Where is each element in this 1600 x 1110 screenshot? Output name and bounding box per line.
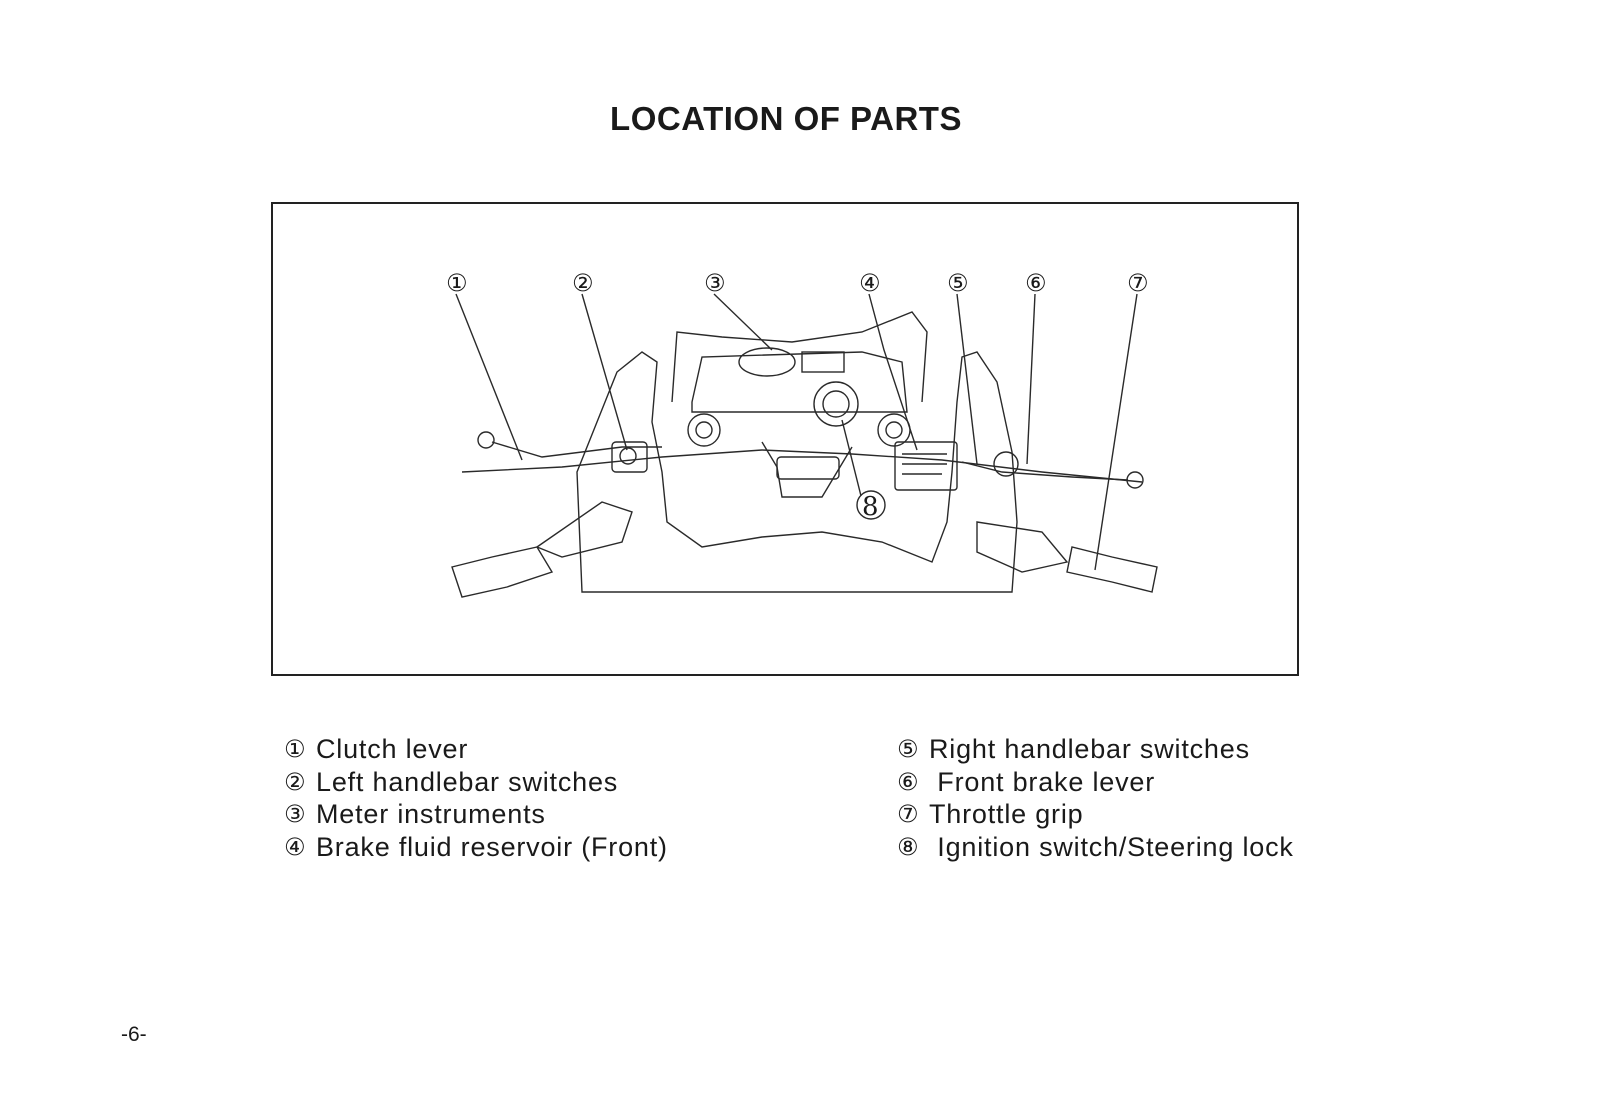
legend-label: Left handlebar switches [316, 766, 619, 797]
clutch-lever [491, 441, 662, 458]
legend-item: ④ Brake fluid reservoir (Front) [284, 831, 668, 864]
legend-label: Front brake lever [929, 766, 1155, 797]
ignition-inner [822, 390, 850, 418]
legend-number: ① [284, 735, 307, 763]
fork-cap-right [877, 413, 911, 447]
callout-4: ④ [859, 269, 881, 297]
brake-reservoir [894, 441, 958, 491]
leader-8 [841, 419, 862, 497]
meter-dial [738, 347, 796, 377]
legend-left: ① Clutch lever ② Left handlebar switches… [284, 733, 668, 863]
legend-label: Ignition switch/Steering lock [929, 831, 1294, 862]
legend-label: Throttle grip [929, 799, 1084, 829]
leader-2 [581, 293, 628, 451]
legend-number: ⑤ [897, 735, 920, 763]
legend-item: ③ Meter instruments [284, 798, 668, 831]
legend-label: Clutch lever [316, 734, 469, 764]
clutch-lever-ball [477, 431, 495, 449]
legend-item: ② Left handlebar switches [284, 766, 668, 799]
callout-8-circle [856, 490, 886, 520]
handlebar-illustration: ① ② ③ ④ ⑤ ⑥ ⑦ 8 [446, 269, 1158, 598]
legend-item: ① Clutch lever [284, 733, 668, 766]
brake-lever-ball [1126, 471, 1144, 489]
left-switch-knob [619, 447, 637, 465]
leader-7 [1094, 293, 1138, 571]
handlebar-bar [461, 449, 1143, 483]
leader-3 [713, 293, 773, 351]
left-switch-box [611, 441, 648, 473]
dash-panel [691, 351, 908, 413]
callout-5: ⑤ [947, 269, 969, 297]
legend-item: ⑥ Front brake lever [897, 766, 1294, 799]
legend-number: ③ [284, 800, 307, 828]
windscreen [671, 311, 928, 403]
ignition-outer [813, 381, 859, 427]
fork-cap-left-inner [695, 421, 713, 439]
callout-3: ③ [704, 269, 726, 297]
legend-number: ② [284, 767, 307, 796]
left-grip [451, 546, 554, 598]
page-title: LOCATION OF PARTS [610, 100, 962, 137]
callout-6: ⑥ [1025, 269, 1047, 297]
page-number: -6- [121, 1023, 147, 1046]
brake-lever [961, 461, 1129, 481]
legend-number: ④ [284, 832, 307, 861]
clamp-center [776, 456, 840, 480]
legend-number: ⑥ [897, 767, 920, 796]
right-switch-knob [993, 451, 1019, 477]
legend-item: ⑦ Throttle grip [897, 798, 1294, 831]
fairing-outline [576, 351, 1018, 593]
reservoir-lines [902, 453, 947, 475]
legend-item: ⑧ Ignition switch/Steering lock [897, 831, 1294, 864]
leader-5 [956, 293, 978, 465]
legend-label: Meter instruments [316, 799, 546, 829]
legend-right: ⑤ Right handlebar switches ⑥ Front brake… [897, 733, 1294, 863]
left-mirror [535, 501, 633, 558]
handlebar-diagram: ① ② ③ ④ ⑤ ⑥ ⑦ 8 [271, 202, 1299, 676]
legend-label: Brake fluid reservoir (Front) [316, 831, 668, 862]
callout-8: 8 [862, 492, 879, 522]
legend-number: ⑦ [897, 800, 920, 828]
leader-6 [1026, 293, 1036, 465]
right-mirror [976, 521, 1069, 573]
right-grip [1066, 546, 1158, 593]
callout-2: ② [572, 269, 594, 297]
meter-lcd [801, 351, 845, 373]
legend-label: Right handlebar switches [929, 734, 1250, 764]
fork-cap-right-inner [885, 421, 903, 439]
callout-1: ① [446, 269, 468, 297]
legend-number: ⑧ [897, 832, 920, 861]
leader-4 [868, 293, 918, 451]
leader-1 [455, 293, 523, 461]
fork-cap-left [687, 413, 721, 447]
legend-item: ⑤ Right handlebar switches [897, 733, 1294, 766]
callout-7: ⑦ [1127, 269, 1149, 297]
